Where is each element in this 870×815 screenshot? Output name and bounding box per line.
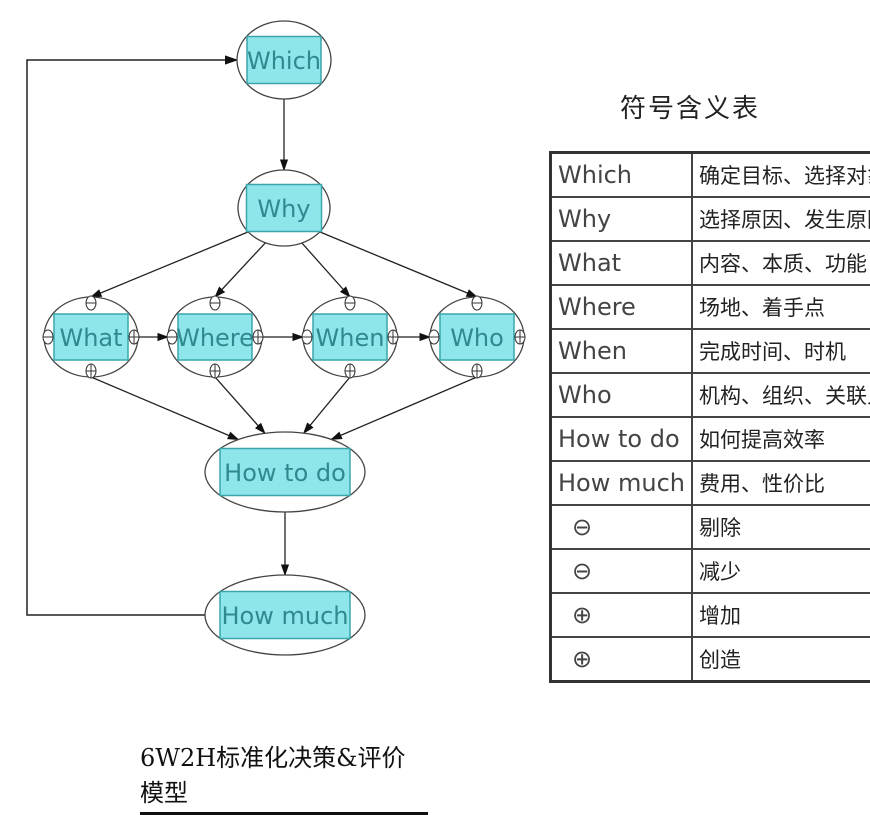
plus-circle-icon [253,330,263,344]
plus-circle-icon [86,364,96,378]
edge-why-to-when [302,243,350,297]
node-label: What [59,324,122,352]
minus-circle-icon [429,330,439,344]
node-what: What [43,296,139,378]
footer-title: 6W2H标准化决策&评价模型 [140,738,428,815]
node-which: Which [237,21,331,99]
node-label: Which [247,47,321,75]
node-label: How to do [224,459,346,487]
legend-meaning: 确定目标、选择对象 [692,153,870,198]
legend-row: ⊕创造 [551,637,870,682]
node-label: How much [222,602,349,630]
legend-symbol: What [551,241,692,285]
edge-why-to-who [320,232,477,297]
node-when: When [302,296,398,378]
legend-meaning: 创造 [692,637,870,682]
node-label: Why [257,195,310,223]
legend-meaning: 费用、性价比 [692,461,870,505]
minus-circle-icon [345,296,355,310]
plus-circle-icon [388,330,398,344]
legend-symbol: How to do [551,417,692,461]
node-label: Who [450,324,504,352]
legend-meaning: 减少 [692,549,870,593]
legend-symbol: When [551,329,692,373]
minus-circle-icon [302,330,312,344]
legend-meaning: 选择原因、发生原因 [692,197,870,241]
node-why: Why [238,170,330,246]
edge-when-to-how_to_do [304,377,350,433]
edge-where-to-how_to_do [215,377,265,433]
plus-circle-icon: ⊕ [551,593,692,637]
legend-meaning: 剔除 [692,505,870,549]
node-how-to-do: How to do [205,432,365,512]
legend-meaning: 增加 [692,593,870,637]
minus-circle-icon [210,296,220,310]
legend-meaning: 场地、着手点 [692,285,870,329]
legend-symbol: Why [551,197,692,241]
node-how-much: How much [205,575,365,655]
plus-circle-icon [472,364,482,378]
node-who: Who [429,296,525,378]
minus-circle-icon [43,330,53,344]
legend-title: 符号含义表 [600,88,780,125]
legend-meaning: 如何提高效率 [692,417,870,461]
legend-row: ⊖剔除 [551,505,870,549]
minus-circle-icon [472,296,482,310]
legend-meaning: 内容、本质、功能 [692,241,870,285]
plus-circle-icon: ⊕ [551,637,692,682]
plus-circle-icon [345,364,355,378]
legend-symbol: How much [551,461,692,505]
legend-meaning: 机构、组织、关联人 [692,373,870,417]
minus-circle-icon [86,296,96,310]
node-label: When [316,324,385,352]
plus-circle-icon [210,364,220,378]
legend-symbol: Where [551,285,692,329]
edge-who-to-how_to_do [331,377,477,439]
legend-row: ⊕增加 [551,593,870,637]
minus-circle-icon: ⊖ [551,549,692,593]
legend-meaning: 完成时间、时机 [692,329,870,373]
minus-circle-icon: ⊖ [551,505,692,549]
minus-circle-icon [167,330,177,344]
legend-symbol: Who [551,373,692,417]
legend-symbol: Which [551,153,692,198]
plus-circle-icon [129,330,139,344]
legend-row: ⊖减少 [551,549,870,593]
plus-circle-icon [515,330,525,344]
edge-what-to-how_to_do [91,377,238,440]
node-label: Where [176,324,254,352]
node-where: Where [167,296,263,378]
edge-why-to-where [215,243,265,297]
